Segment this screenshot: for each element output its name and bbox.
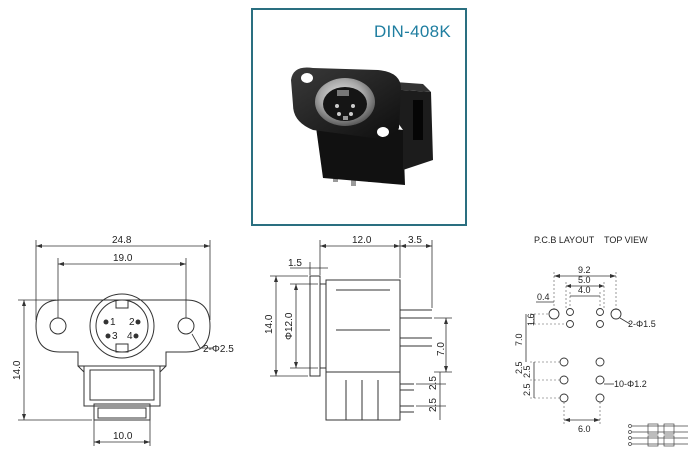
product-photo-frame: DIN-408K [251, 8, 467, 226]
pcb-view-label: TOP VIEW [604, 235, 648, 245]
side-dim-flange: 1.5 [288, 258, 302, 269]
front-dim-overall-width: 24.8 [112, 235, 132, 246]
pcb-dim-25a: 2.5 [514, 361, 524, 374]
model-title: DIN-408K [373, 22, 451, 41]
pin-label-3: 3 [112, 331, 118, 342]
pin-label-4: 4 [127, 331, 133, 342]
pcb-dim-70: 7.0 [514, 333, 524, 346]
front-dim-bottom-width: 10.0 [113, 431, 133, 442]
side-dim-pin-length: 3.5 [408, 235, 422, 246]
pcb-dim-mount-holes: 2-Φ1.5 [628, 319, 656, 329]
pin-label-2: 2 [129, 317, 135, 328]
pcb-dim-pin-holes: 10-Φ1.2 [614, 379, 647, 389]
pcb-dim-50: 5.0 [578, 275, 591, 285]
pcb-dim-25c: 2.5 [522, 383, 532, 396]
pcb-dim-16: 1.6 [526, 313, 536, 326]
pcb-dim-92: 9.2 [578, 265, 591, 275]
pin-label-1: 1 [110, 317, 116, 328]
side-dim-pitch-b: 2.5 [428, 398, 439, 412]
pcb-dim-40: 4.0 [578, 285, 591, 295]
contact-schematic [628, 423, 688, 447]
side-dim-diameter: Φ12.0 [284, 312, 295, 340]
side-dim-height: 14.0 [264, 314, 275, 334]
front-dim-hole-pitch: 19.0 [113, 253, 133, 264]
pcb-dim-25b: 2.5 [522, 365, 532, 378]
front-dim-mount-hole: 2-Φ2.5 [203, 344, 234, 355]
side-dim-pitch-a: 2.5 [428, 376, 439, 390]
pcb-heading: P.C.B LAYOUT [534, 235, 595, 245]
pcb-dim-60: 6.0 [578, 424, 591, 434]
front-dim-height: 14.0 [12, 360, 23, 380]
side-dim-pin-height: 7.0 [436, 342, 447, 356]
pcb-dim-04: 0.4 [537, 292, 550, 302]
connector-photo [291, 67, 433, 186]
side-dim-body-length: 12.0 [352, 235, 372, 246]
